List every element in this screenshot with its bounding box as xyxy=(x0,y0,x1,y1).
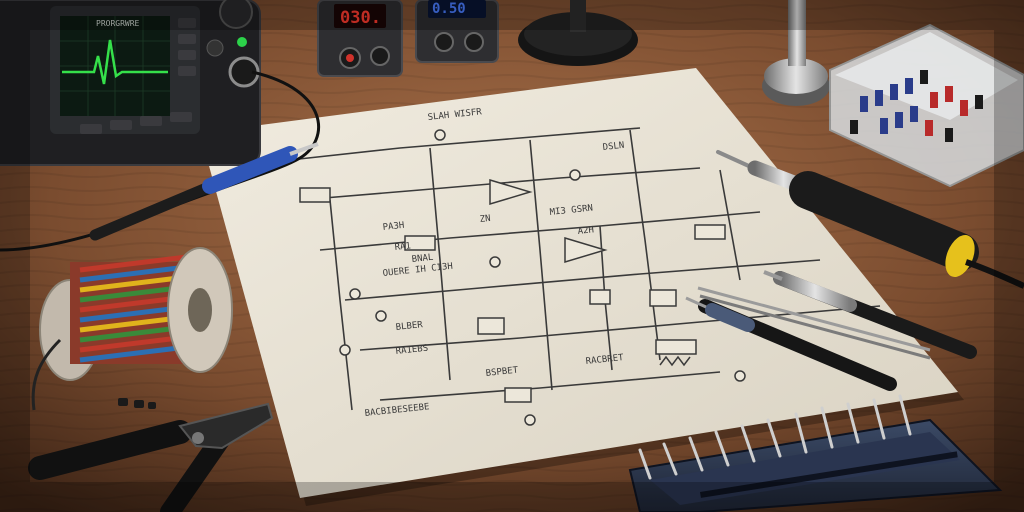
meter-blue: 0.50 xyxy=(415,0,499,63)
tweezers xyxy=(697,286,931,360)
schematic-label: BSPBET xyxy=(485,366,519,379)
schematic-label: PA3H xyxy=(382,221,405,233)
circuit-components xyxy=(299,129,746,426)
schematic-label: A2H xyxy=(577,225,594,237)
soldering-stand xyxy=(762,0,830,106)
meter-red-readout: 030. xyxy=(340,8,381,28)
oscilloscope-waveform xyxy=(62,39,168,85)
meter-blue-readout: 0.50 xyxy=(432,1,466,17)
oscilloscope-probe xyxy=(89,142,319,241)
oscilloscope-brand: PRORGRWRE xyxy=(96,19,140,28)
component-organizer xyxy=(829,23,1024,188)
loose-parts xyxy=(118,398,156,409)
header-pin-strip xyxy=(628,394,1003,512)
circuit-traces xyxy=(289,127,881,411)
oscilloscope: PRORGRWRE xyxy=(0,0,261,166)
tool-pen-silver xyxy=(763,270,977,359)
schematic-label: DSLN xyxy=(602,141,625,153)
wire-strippers xyxy=(28,402,274,512)
organizer-parts xyxy=(850,70,983,142)
tool-pen-dark xyxy=(685,296,897,391)
schematic-label: RA1EBS xyxy=(395,344,428,357)
schematic-label: MI3 GSRN xyxy=(549,204,593,218)
schematic-label: BLBER xyxy=(395,320,424,333)
oscilloscope-buttons xyxy=(80,18,196,134)
oscilloscope-knob xyxy=(219,0,253,29)
wire-spool xyxy=(31,247,233,411)
meter-red: 030. xyxy=(317,0,403,77)
soldering-iron xyxy=(716,150,1024,289)
schematic-label: RACBRET xyxy=(585,353,624,367)
schematic-label: BNAL xyxy=(411,253,434,265)
schematic-label: RA1 xyxy=(394,241,411,253)
lamp-base xyxy=(518,0,638,66)
header-pins xyxy=(638,394,912,480)
schematic-label: ZN xyxy=(479,214,491,225)
